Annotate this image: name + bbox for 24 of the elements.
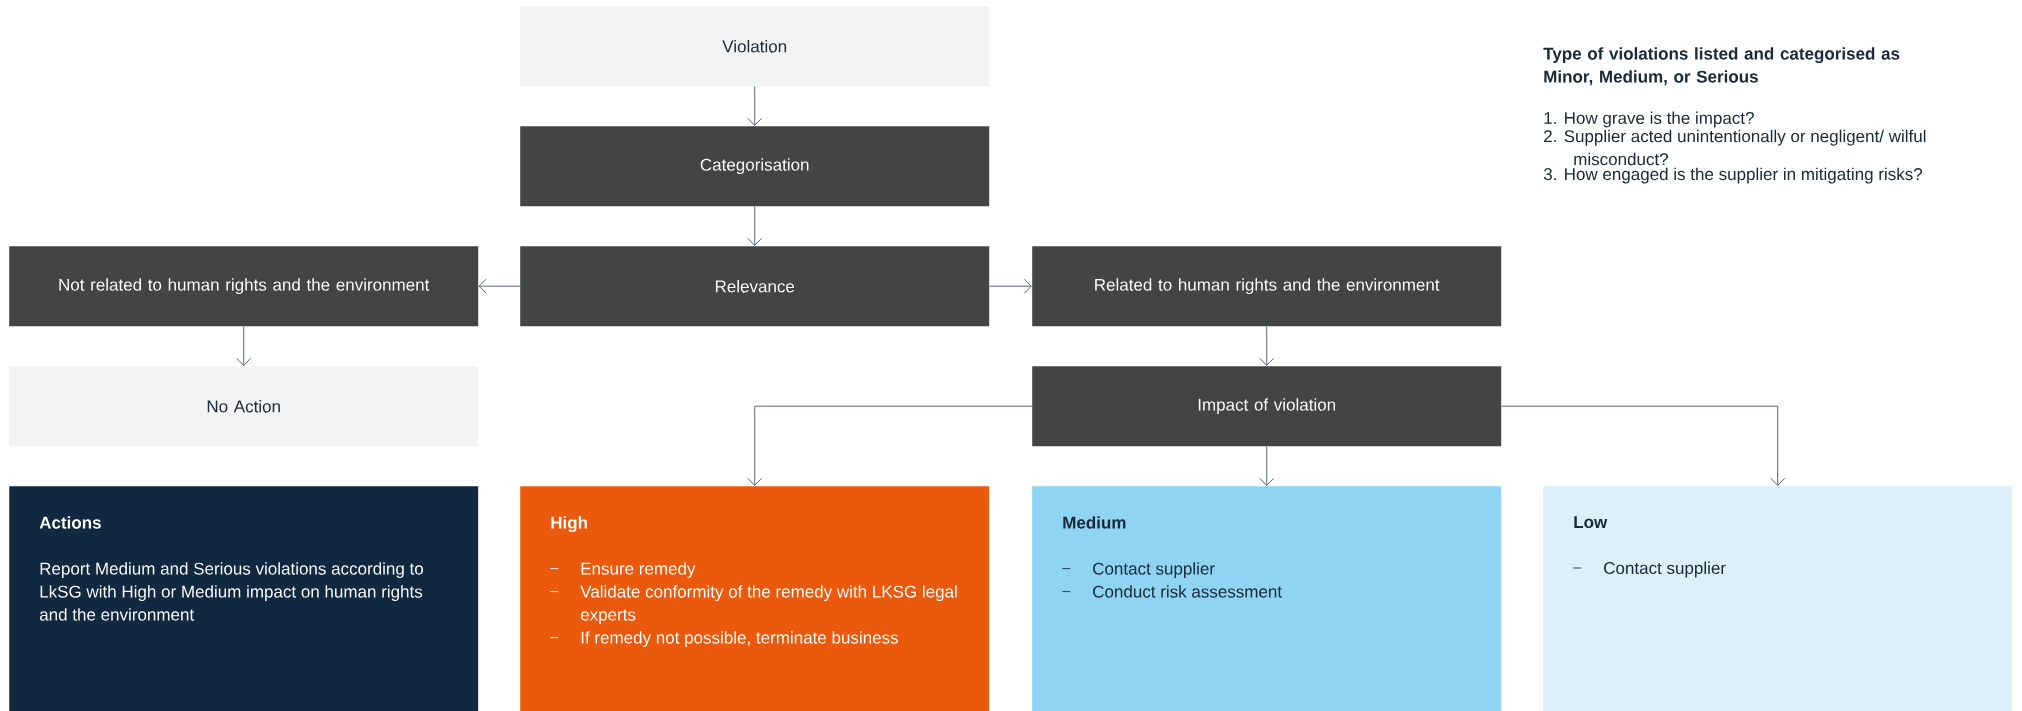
process-box: Categorisation xyxy=(520,126,990,207)
arrow xyxy=(1259,445,1275,486)
arrow xyxy=(988,278,1032,294)
action-card: Actions Report Medium and Serious violations according to LkSG with High or Medium impact on human rights and the environment xyxy=(9,486,479,711)
list-item: 1. How grave is the impact? xyxy=(1544,111,1754,128)
list-item: 3. How engaged is the supplier in mitigating risks? xyxy=(1543,167,1923,184)
heading: Type of violations listed and categorised as Minor, Medium, or Serious xyxy=(1543,47,1900,86)
arrow xyxy=(1259,325,1275,366)
action-card: Low Contact supplier xyxy=(1543,486,2013,711)
process-box: Relevance xyxy=(520,246,990,327)
arrow xyxy=(747,405,1033,486)
arrow xyxy=(478,278,521,294)
process-box: No Action xyxy=(9,366,479,447)
arrow xyxy=(747,85,763,126)
arrow xyxy=(1500,405,1786,486)
process-box: Not related to human rights and the environment xyxy=(9,246,479,327)
action-card: High Ensure remedy Validate conformity of the remedy with LKSG legal experts If remedy not possible, terminate business xyxy=(520,486,990,711)
process-box: Violation xyxy=(520,6,990,87)
arrow xyxy=(747,205,763,246)
process-box: Impact of violation xyxy=(1032,366,1502,447)
action-card: Medium Contact supplier Conduct risk assessment xyxy=(1032,486,1502,711)
arrow xyxy=(236,325,252,366)
list-item: 2. Supplier acted unintentionally or negligent/ wilful misconduct? xyxy=(1544,129,1926,166)
process-box: Related to human rights and the environment xyxy=(1032,246,1502,327)
